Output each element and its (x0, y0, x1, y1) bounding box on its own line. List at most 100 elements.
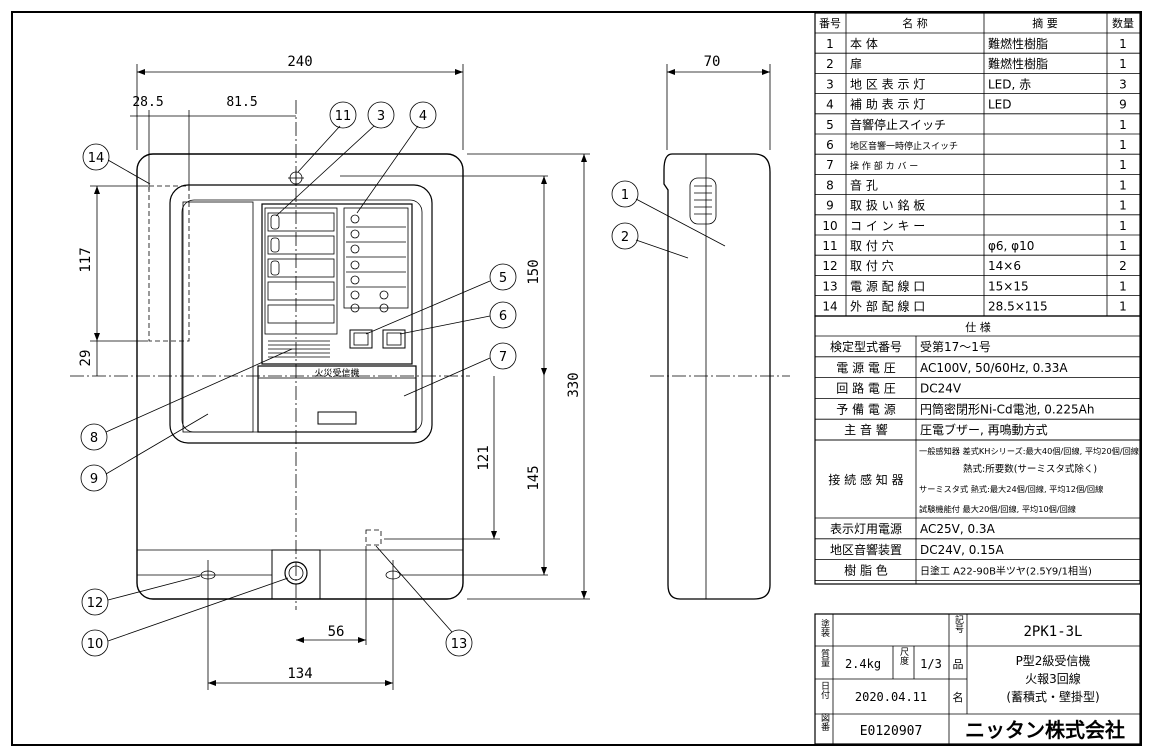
product-label: 品 (953, 658, 964, 671)
scale-value: 1/3 (920, 657, 942, 671)
part-qty-8: 1 (1119, 178, 1127, 192)
company-logo: ニッタン株式会社 (965, 718, 1125, 742)
part-name-13: 電 源 配 線 口 (850, 278, 925, 293)
symbol-label: 記号 (953, 614, 964, 634)
dim-lower: 29 (78, 350, 94, 367)
spec2-value-2: DC24V, 0.15A (920, 543, 1004, 557)
spec-value-5: 圧電ブザー, 再鳴動方式 (920, 422, 1048, 437)
spec-label-1: 検定型式番号 (830, 339, 902, 354)
sheet-border (11, 11, 1142, 746)
callout-10: 10 (87, 637, 104, 652)
part-qty-1: 1 (1119, 37, 1127, 51)
part-name-14: 外 部 配 線 口 (850, 299, 925, 314)
detector-line-3: サーミスタ式 熱式:最大24個/回線, 平均12個/回線 (919, 484, 1103, 494)
mass-value: 2.4kg (845, 657, 881, 671)
callout-11: 11 (335, 109, 352, 124)
parts-header-summary: 摘 要 (1032, 16, 1058, 30)
dim-opening-height: 117 (78, 247, 94, 272)
dim-depth: 70 (704, 54, 721, 70)
paint-label: 塗装 (819, 618, 830, 638)
parts-header-name: 名 称 (902, 16, 928, 30)
part-name-9: 取 扱 い 銘 板 (850, 198, 925, 213)
part-summary-3: LED, 赤 (988, 77, 1031, 91)
mass-label: 質量 (819, 648, 830, 667)
part-no-14: 14 (822, 300, 837, 314)
part-qty-7: 1 (1119, 158, 1127, 172)
part-name-6: 地区音響一時停止スイッチ (850, 140, 958, 152)
spec-label-2: 電 源 電 圧 (836, 361, 895, 375)
zone-sound-pause-switch (382, 329, 406, 349)
side-view: 70 (650, 54, 790, 600)
part-summary-12: 14×6 (988, 259, 1021, 273)
callout-2: 2 (621, 230, 629, 245)
callout-3: 3 (377, 109, 385, 124)
spec2-label-2: 地区音響装置 (830, 542, 902, 557)
part-qty-14: 1 (1119, 300, 1127, 314)
callout-4: 4 (419, 109, 427, 124)
callout-5: 5 (499, 271, 507, 286)
part-no-3: 3 (826, 77, 834, 91)
product-name-1: P型2級受信機 (1016, 653, 1091, 668)
callout-8: 8 (90, 431, 98, 446)
spec2-value-3: 日塗工 A22-90B半ツヤ(2.5Y9/1相当) (920, 565, 1092, 578)
detector-line-4: 試験機能付 最大20個/回線, 平均10個/回線 (919, 504, 1076, 514)
part-qty-4: 9 (1119, 98, 1127, 112)
spec-value-4: 円筒密閉形Ni-Cd電池, 0.225Ah (920, 401, 1094, 416)
dim-height-330: 330 (566, 372, 582, 397)
front-view: 火災受信機 (70, 100, 470, 690)
body-outline (136, 153, 464, 600)
scale-label: 尺度 (898, 647, 909, 666)
part-name-3: 地 区 表 示 灯 (850, 77, 925, 91)
part-no-8: 8 (826, 178, 834, 192)
part-qty-9: 1 (1119, 199, 1127, 213)
callout-1: 1 (621, 188, 629, 203)
part-name-2: 扉 (850, 57, 862, 71)
front-dimensions: 240 28.5 81.5 117 29 330 150 145 121 56 (78, 54, 590, 686)
aux-lamps (346, 214, 406, 313)
zone-lamps (267, 212, 335, 324)
dim-offset-mid: 81.5 (226, 95, 257, 110)
dim-bottom-134: 134 (287, 666, 312, 682)
sound-stop-switch (349, 329, 373, 349)
display-panel (261, 203, 413, 365)
part-name-11: 取 付 穴 (850, 238, 894, 253)
part-name-5: 音響停止スイッチ (850, 117, 946, 132)
dim-height-145: 145 (526, 465, 542, 490)
dim-offset-left: 28.5 (132, 95, 163, 110)
callout-12: 12 (87, 596, 104, 611)
spec-value-1: 受第17〜1号 (920, 340, 991, 354)
callouts: 14 11 3 4 5 6 7 8 9 12 (80, 101, 726, 657)
power-wiring-opening (365, 529, 382, 546)
part-summary-1: 難燃性樹脂 (988, 36, 1048, 51)
part-name-1: 本 体 (850, 37, 878, 51)
detector-line-1: 一般感知器 差式KHシリーズ:最大40個/回線, 平均20個/回線 (919, 446, 1139, 456)
dim-height-121: 121 (476, 445, 492, 470)
spec2-label-1: 表示灯用電源 (830, 522, 902, 536)
product-name-3: (蓄積式・壁掛型) (1006, 689, 1099, 704)
drawing-no-value: E0120907 (860, 724, 923, 739)
product-name-2: 火報3回線 (1025, 671, 1081, 686)
callout-9: 9 (90, 472, 98, 487)
callout-6: 6 (499, 309, 507, 324)
part-qty-6: 1 (1119, 138, 1127, 152)
part-qty-13: 1 (1119, 279, 1127, 293)
sound-hole (268, 340, 330, 358)
part-no-10: 10 (822, 219, 837, 233)
part-name-4: 補 助 表 示 灯 (850, 98, 925, 112)
callout-14: 14 (88, 151, 105, 166)
callout-7: 7 (499, 350, 507, 365)
dim-bottom-56: 56 (328, 624, 345, 640)
spec2-value-1: AC25V, 0.3A (920, 522, 996, 536)
coin-key-slot (317, 411, 357, 425)
drawing-no-label: 図番 (819, 713, 830, 731)
part-name-10: コ イ ン キ ー (850, 219, 925, 233)
part-no-6: 6 (826, 138, 834, 152)
spec2-label-3: 樹 脂 色 (844, 563, 888, 578)
spec-label-5: 主 音 響 (844, 422, 888, 437)
callout-13: 13 (451, 637, 468, 652)
part-qty-5: 1 (1119, 118, 1127, 132)
spec-value-2: AC100V, 50/60Hz, 0.33A (920, 361, 1068, 375)
spec-title: 仕 様 (965, 320, 991, 334)
